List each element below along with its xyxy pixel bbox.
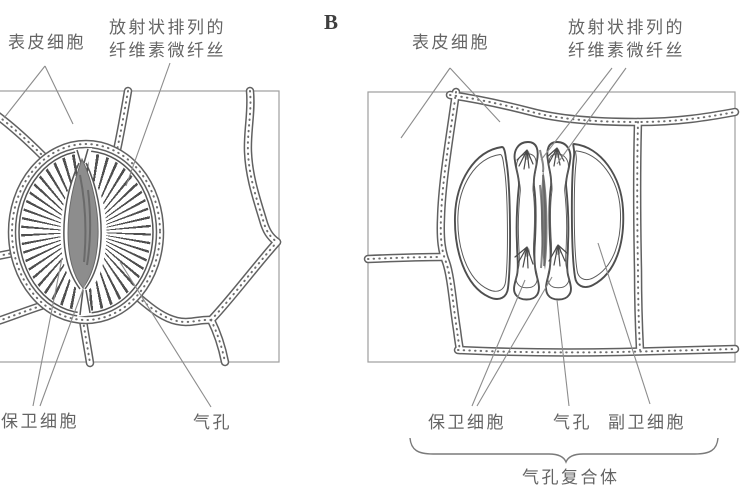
subsidiary-cell-left xyxy=(454,146,511,300)
label-fibrils-a: 放射状排列的 纤维素微纤丝 xyxy=(109,16,226,62)
label-guard-cell-a: 保卫细胞 xyxy=(1,412,79,431)
panel-b-marker: B xyxy=(324,10,339,34)
guard-cells-b xyxy=(513,141,572,301)
label-guard-cell-b: 保卫细胞 xyxy=(428,413,506,432)
label-fibrils-b: 放射状排列的 纤维素微纤丝 xyxy=(568,16,685,62)
panel-b-frame xyxy=(367,91,736,363)
label-epidermal-cell-b: 表皮细胞 xyxy=(412,33,490,52)
panel-a xyxy=(0,62,282,408)
subsidiary-cells xyxy=(454,143,625,300)
panel-b xyxy=(363,67,740,464)
guard-cell-b-left xyxy=(513,141,540,301)
label-stoma-b: 气孔 xyxy=(553,413,592,432)
guard-cell-b-right xyxy=(545,141,572,301)
stomatal-complex-brace xyxy=(409,437,719,464)
label-fibrils-a-line1: 放射状排列的 xyxy=(109,18,226,37)
leader-lines-a xyxy=(3,62,212,408)
label-fibrils-b-line2: 纤维素微纤丝 xyxy=(568,41,685,60)
panel-a-frame xyxy=(0,90,280,363)
label-subsidiary-cell-b: 副卫细胞 xyxy=(608,413,686,432)
epidermal-walls-b xyxy=(363,87,740,357)
leader-lines-b xyxy=(400,67,651,407)
label-stoma-a: 气孔 xyxy=(193,413,232,432)
fibril-tufts-b xyxy=(514,147,569,269)
subsidiary-cell-right xyxy=(570,143,625,288)
epidermal-walls-a xyxy=(0,86,282,368)
label-epidermal-cell-a: 表皮细胞 xyxy=(8,33,86,52)
label-fibrils-a-line2: 纤维素微纤丝 xyxy=(109,41,226,60)
stoma-a xyxy=(7,139,165,325)
label-fibrils-b-line1: 放射状排列的 xyxy=(568,18,685,37)
label-stomatal-complex: 气孔复合体 xyxy=(522,468,620,487)
